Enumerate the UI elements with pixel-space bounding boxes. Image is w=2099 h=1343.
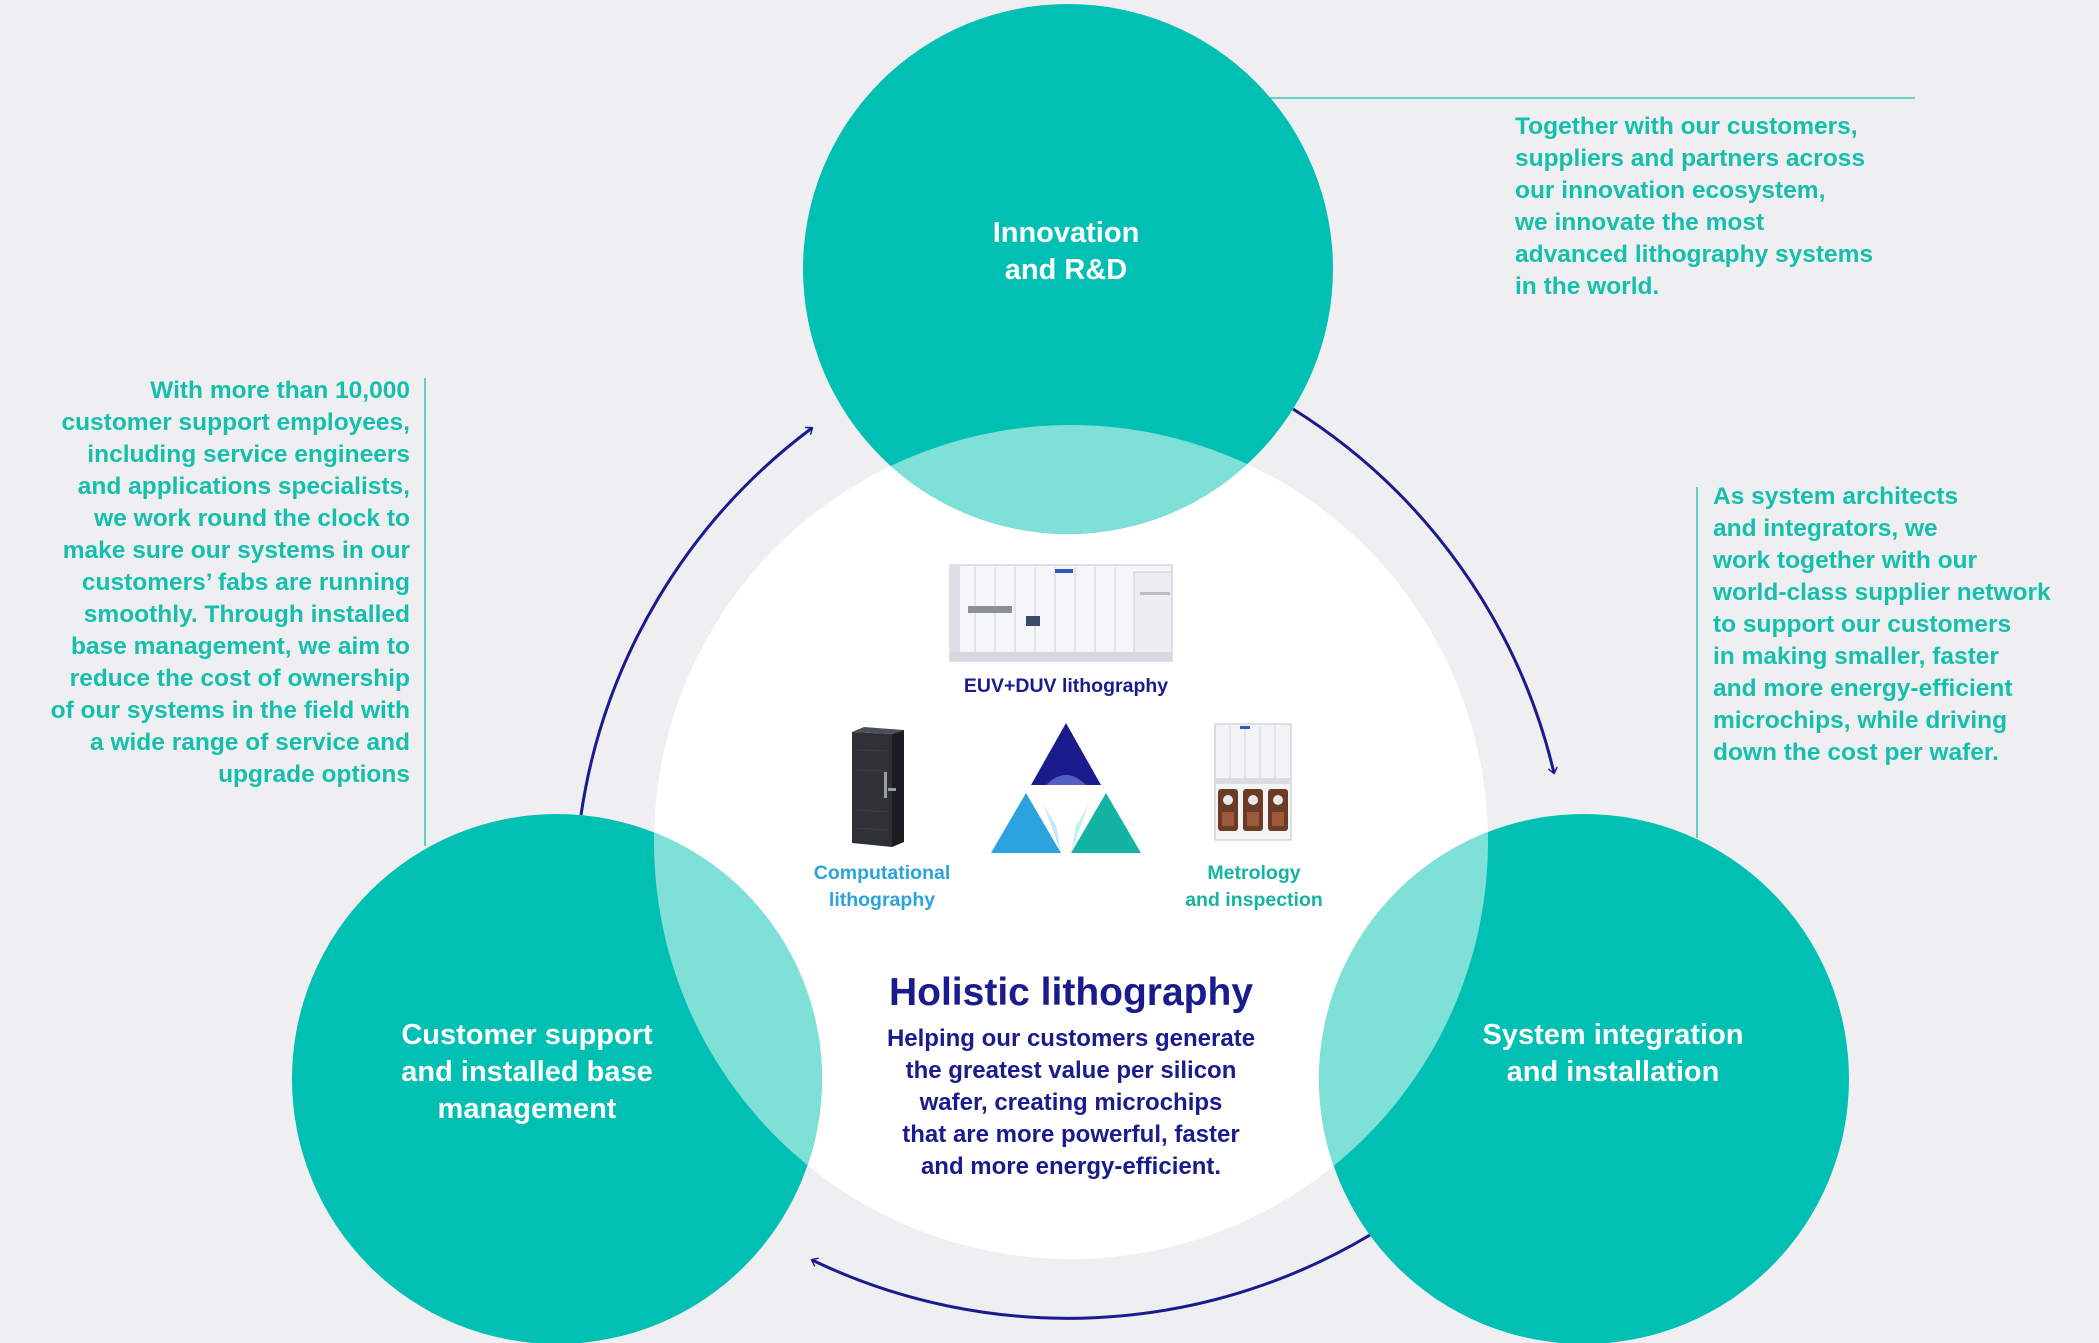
note-line: in making smaller, faster (1713, 643, 1999, 670)
note-line: microchips, while driving (1713, 707, 2008, 734)
holistic-lithography-description: Helping our customers generate the great… (887, 1023, 1255, 1183)
innovation-label: Innovation and R&D (993, 215, 1140, 289)
note-line: work together with our (1713, 547, 1978, 574)
note-line: and more energy-efficient (1713, 675, 2013, 702)
euv-duv-label: EUV+DUV lithography (964, 673, 1168, 700)
innovation-label-line: and R&D (1004, 254, 1128, 286)
metrology-label-line: Metrology (1207, 862, 1301, 884)
description-line: wafer, creating microchips (919, 1089, 1223, 1116)
metrology-inspection-label: Metrology and inspection (1185, 860, 1323, 914)
triangle-top (1031, 723, 1101, 785)
circle-innovation (803, 4, 1333, 534)
note-line: As system architects (1713, 483, 1959, 510)
note-line: a wide range of service and (90, 729, 410, 756)
note-line: including service engineers (87, 441, 410, 468)
note-line: we work round the clock to (94, 505, 410, 532)
note-line: suppliers and partners across (1515, 145, 1865, 172)
euv-duv-label-text: EUV+DUV lithography (963, 675, 1169, 697)
note-line: to support our customers (1713, 611, 2012, 638)
system-integration-label: System integration and installation (1482, 1017, 1743, 1091)
note-line: customer support employees, (61, 409, 410, 436)
note-line: customers’ fabs are running (81, 569, 410, 596)
note-line: reduce the cost of ownership (69, 665, 410, 692)
note-line: world-class supplier network (1713, 579, 2051, 606)
description-line: the greatest value per silicon (905, 1057, 1237, 1084)
description-line: Helping our customers generate (886, 1025, 1256, 1052)
note-line: make sure our systems in our (62, 537, 410, 564)
note-line: of our systems in the field with (50, 697, 410, 724)
customer-support-label: Customer support and installed base mana… (401, 1017, 652, 1128)
computational-label-line: Computational (813, 862, 951, 884)
customer-support-note: With more than 10,000 customer support e… (51, 375, 410, 791)
note-line: base management, we aim to (70, 633, 410, 660)
note-line: and integrators, we (1713, 515, 1938, 542)
description-line: and more energy-efficient. (920, 1153, 1222, 1180)
arrow-customer-to-innovation (579, 426, 814, 816)
note-line: upgrade options (218, 761, 410, 788)
system-integration-label-line: and installation (1506, 1056, 1720, 1088)
triangle-highlight (1046, 775, 1086, 785)
system-integration-note: As system architects and integrators, we… (1713, 481, 2051, 769)
metrology-tool-icon (1214, 723, 1292, 841)
customer-support-label-line: and installed base (401, 1056, 653, 1088)
innovation-note: Together with our customers, suppliers a… (1515, 111, 1873, 303)
metrology-label-line: and inspection (1185, 889, 1323, 911)
description-line: that are more powerful, faster (902, 1121, 1240, 1148)
lithography-machine-icon (949, 564, 1173, 662)
computational-label-line: lithography (828, 889, 936, 911)
arrow-system-to-customer (810, 1233, 1371, 1320)
note-line: in the world. (1515, 273, 1660, 300)
customer-support-label-line: management (437, 1093, 617, 1125)
note-line: our innovation ecosystem, (1515, 177, 1826, 204)
innovation-label-line: Innovation (992, 217, 1140, 249)
note-line: we innovate the most (1515, 209, 1765, 236)
triangle-left (991, 793, 1061, 853)
note-line: With more than 10,000 (150, 377, 410, 404)
arrow-innovation-to-system (1292, 407, 1558, 775)
note-line: and applications specialists, (77, 473, 410, 500)
computational-lithography-label: Computational lithography (814, 860, 951, 914)
note-line: advanced lithography systems (1515, 241, 1874, 268)
server-rack-icon (852, 727, 904, 847)
note-line: down the cost per wafer. (1713, 739, 1999, 766)
customer-support-label-line: Customer support (401, 1019, 653, 1051)
system-integration-label-line: System integration (1482, 1019, 1744, 1051)
note-line: smoothly. Through installed (83, 601, 410, 628)
three-triangles-icon (991, 723, 1141, 853)
note-line: Together with our customers, (1515, 113, 1858, 140)
triangle-right (1071, 793, 1141, 853)
holistic-lithography-title: Holistic lithography (888, 971, 1254, 1014)
center-circle (654, 425, 1488, 1259)
